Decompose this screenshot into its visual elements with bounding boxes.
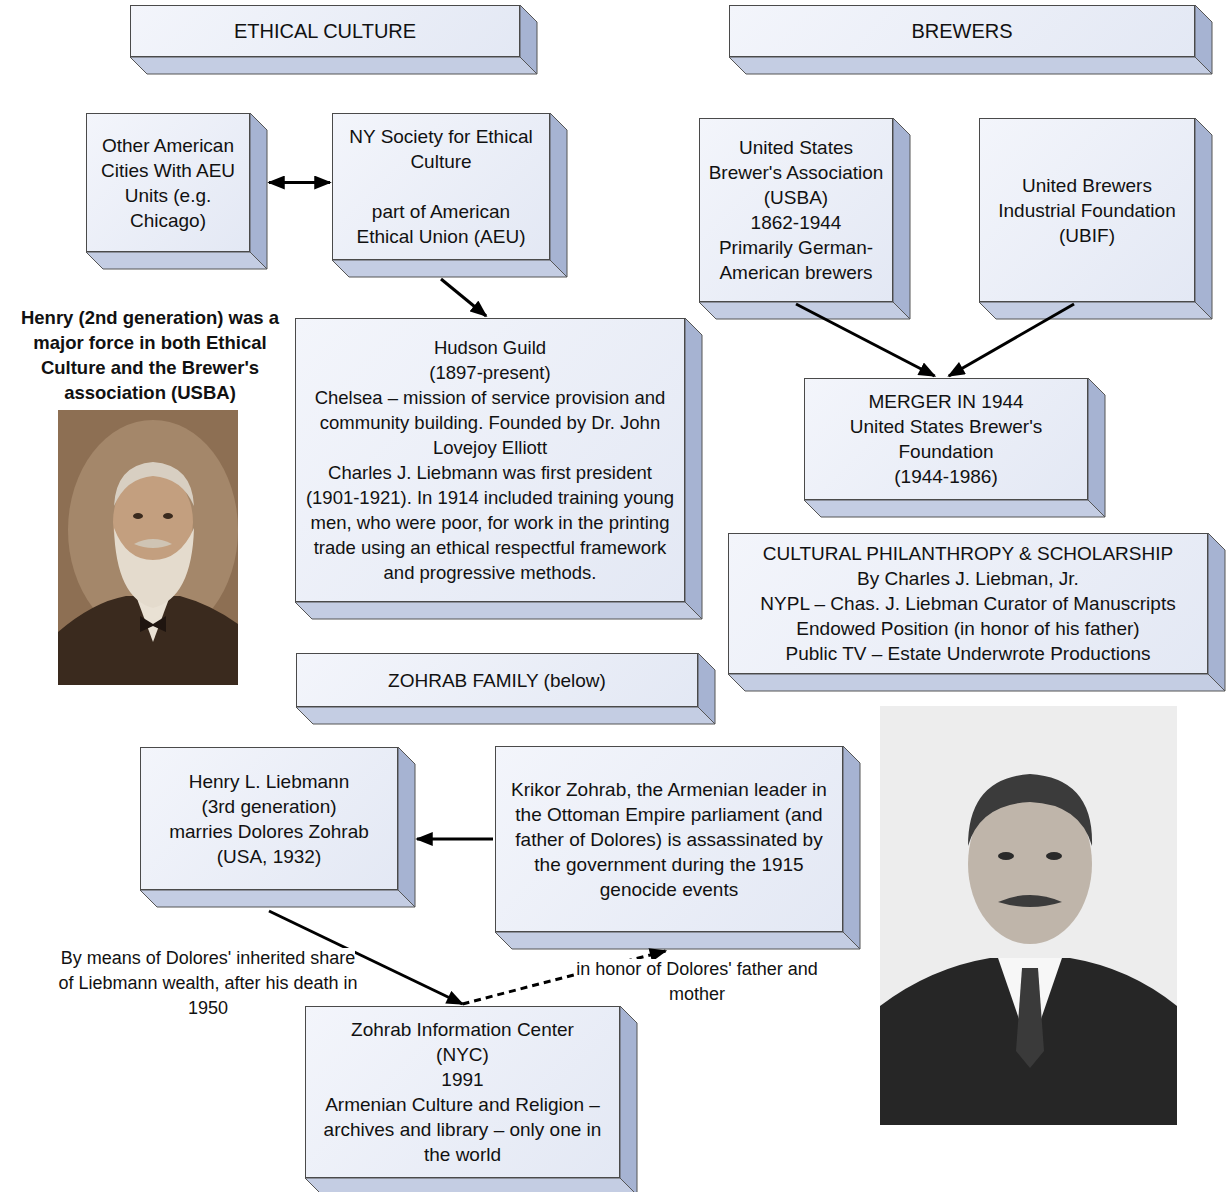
arrow-connector (441, 279, 486, 316)
box-text: (1944-1986) (813, 464, 1079, 489)
box-bottom (305, 1178, 637, 1192)
process-box: Hudson Guild(1897-present)Chelsea – miss… (295, 318, 685, 602)
process-box: Henry L. Liebmann(3rd generation)marries… (140, 747, 398, 890)
process-box: United States Brewer's Association (USBA… (699, 118, 893, 302)
portrait-photo (58, 410, 238, 685)
box-text: (NYC) (314, 1042, 611, 1067)
box-side (1208, 533, 1225, 691)
process-box: Zohrab Information Center(NYC)1991Armeni… (305, 1006, 620, 1178)
box-text: Hudson Guild (301, 335, 679, 360)
arrow-connector (269, 181, 330, 184)
caption-note: Henry (2nd generation) was a major force… (4, 305, 296, 405)
box-text: BREWERS (736, 19, 1188, 44)
box-text: Zohrab Information Center (314, 1017, 611, 1042)
box-side (1088, 378, 1105, 517)
box-text: ETHICAL CULTURE (137, 19, 513, 44)
box-text: Krikor Zohrab, the Armenian leader in th… (504, 777, 834, 902)
process-box: United Brewers Industrial Foundation (UB… (979, 118, 1195, 302)
process-box: ETHICAL CULTURE (130, 5, 520, 57)
photo-glow (68, 420, 238, 640)
box-bottom (332, 260, 567, 277)
box-text: Endowed Position (in honor of his father… (734, 616, 1202, 641)
box-bottom (295, 602, 702, 619)
process-box: ZOHRAB FAMILY (below) (296, 653, 698, 707)
box-text: NYPL – Chas. J. Liebman Curator of Manus… (734, 591, 1202, 616)
edge-label: By means of Dolores' inherited share of … (58, 948, 357, 1018)
edge-label: in honor of Dolores' father and mother (576, 959, 818, 1004)
box-side (398, 747, 415, 907)
box-bottom (728, 674, 1225, 691)
box-bottom (979, 302, 1212, 319)
edge-label-box: By means of Dolores' inherited share of … (58, 946, 358, 1021)
eye (1046, 852, 1062, 860)
box-side (250, 113, 267, 269)
box-text: 1862-1944 (708, 210, 884, 235)
box-text: Public TV – Estate Underwrote Production… (734, 641, 1202, 666)
box-text: United Brewers Industrial Foundation (UB… (988, 173, 1186, 248)
box-text: NY Society for Ethical Culture (341, 124, 541, 174)
process-box: CULTURAL PHILANTHROPY & SCHOLARSHIPBy Ch… (728, 533, 1208, 674)
box-bottom (699, 302, 910, 319)
box-side (685, 318, 702, 619)
box-side (620, 1006, 637, 1192)
box-text: ZOHRAB FAMILY (below) (303, 668, 691, 693)
process-box: Krikor Zohrab, the Armenian leader in th… (495, 746, 843, 932)
box-bottom (130, 57, 537, 74)
process-box: Other American Cities With AEU Units (e.… (86, 113, 250, 252)
eye (998, 852, 1014, 860)
arrow-connector (417, 838, 493, 841)
box-text: Primarily German-American brewers (708, 235, 884, 285)
box-text: By Charles J. Liebman, Jr. (734, 566, 1202, 591)
box-side (1195, 118, 1212, 319)
box-text: Armenian Culture and Religion – archives… (314, 1092, 611, 1167)
coat (880, 958, 1177, 1125)
box-text: CULTURAL PHILANTHROPY & SCHOLARSHIP (734, 541, 1202, 566)
box-side (843, 746, 860, 949)
hair (114, 462, 194, 506)
box-text: Chelsea – mission of service provision a… (301, 385, 679, 460)
box-bottom (729, 57, 1212, 74)
box-bottom (86, 252, 267, 269)
coat (58, 596, 238, 685)
box-side (893, 118, 910, 319)
box-text: Other American Cities With AEU Units (e.… (95, 133, 241, 233)
beard (114, 528, 194, 608)
box-bottom (140, 890, 415, 907)
box-text: MERGER IN 1944 (813, 389, 1079, 414)
box-bottom (495, 932, 860, 949)
process-box: MERGER IN 1944United States Brewer's Fou… (804, 378, 1088, 500)
box-text: Charles J. Liebmann was first president … (301, 460, 679, 585)
photo-ground (58, 410, 238, 685)
photo-ground (880, 706, 1177, 1125)
process-box: BREWERS (729, 5, 1195, 57)
portrait-photo (880, 706, 1177, 1125)
box-bottom (804, 500, 1105, 517)
edge-label-box: in honor of Dolores' father and mother (572, 957, 822, 1007)
box-text: (3rd generation) (151, 794, 387, 819)
eye (133, 513, 143, 519)
process-box: NY Society for Ethical Culture part of Am… (332, 113, 550, 260)
eye (163, 513, 173, 519)
box-bottom (296, 707, 715, 724)
tie (1016, 968, 1044, 1068)
box-text: United States Brewer's Foundation (813, 414, 1079, 464)
box-text: (1897-present) (301, 360, 679, 385)
arrow-connector (796, 304, 935, 376)
box-text: marries Dolores Zohrab (USA, 1932) (151, 819, 387, 869)
box-text: United States Brewer's Association (USBA… (708, 135, 884, 210)
box-text: 1991 (314, 1067, 611, 1092)
arrow-connector (949, 304, 1074, 376)
box-text: part of American Ethical Union (AEU) (341, 199, 541, 249)
hair (968, 774, 1092, 846)
bow-tie (140, 616, 166, 632)
mustache (998, 895, 1062, 907)
box-side (550, 113, 567, 277)
mustache (134, 539, 172, 548)
box-text: Henry L. Liebmann (151, 769, 387, 794)
